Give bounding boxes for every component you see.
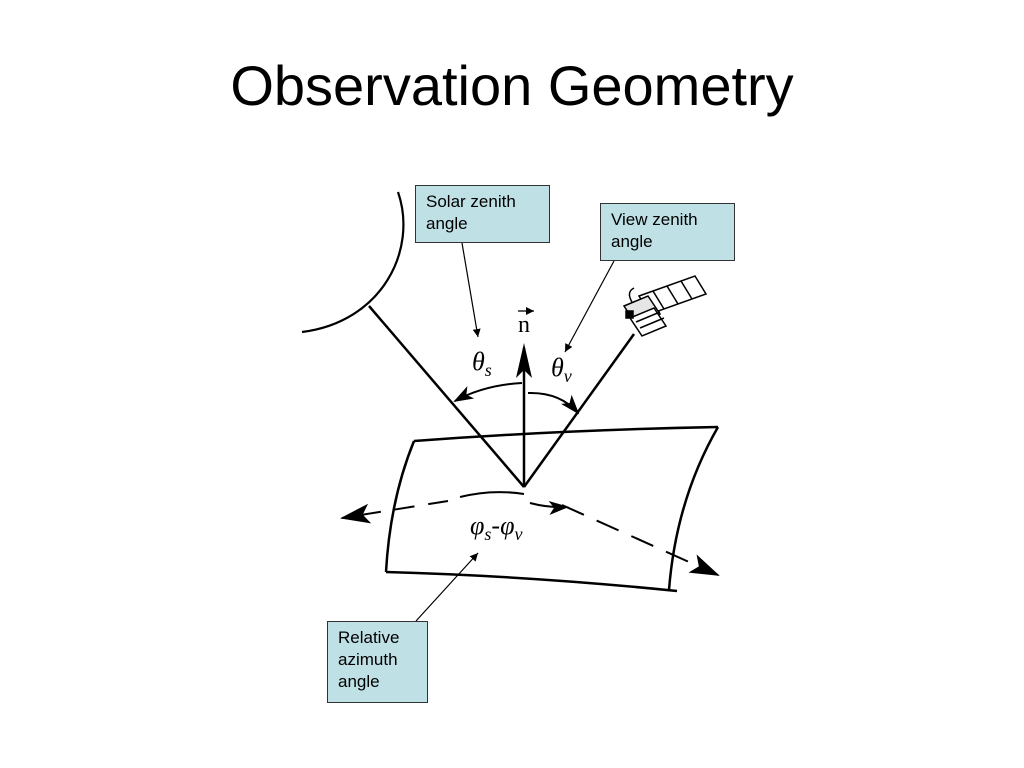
sun-arc [301,191,405,334]
callout-line: angle [611,232,653,251]
azimuth-callout-leader [415,552,479,622]
theta-s-label: θs [472,347,492,380]
surface-patch [384,425,720,593]
callout-line: Solar zenith [426,192,516,211]
azimuth-line-left [340,500,449,524]
relative-azimuth-arc [459,491,525,498]
solar-callout-leader [461,242,481,338]
azimuth-line-right [561,504,720,576]
solar-ray [368,305,525,488]
slide-title: Observation Geometry [230,54,794,117]
callout-line: angle [338,672,380,691]
theta-v-label: θv [551,353,572,386]
relative-azimuth-label: φs-φv [470,511,522,544]
satellite-icon [622,275,708,337]
callout-line: azimuth [338,650,398,669]
view-zenith-callout: View zenith angle [600,203,735,261]
callout-line: View zenith [611,210,698,229]
view-callout-leader [564,260,615,353]
relative-azimuth-callout: Relative azimuth angle [327,621,428,703]
solar-zenith-arc [453,382,523,402]
callout-line: Relative [338,628,400,647]
normal-arrowhead [516,343,532,378]
callout-line: angle [426,214,468,233]
relative-azimuth-arc-arrow [529,501,569,515]
view-zenith-arc [527,391,580,415]
view-ray [522,333,636,488]
normal-vector-label: n [518,312,530,338]
solar-zenith-callout: Solar zenith angle [415,185,550,243]
